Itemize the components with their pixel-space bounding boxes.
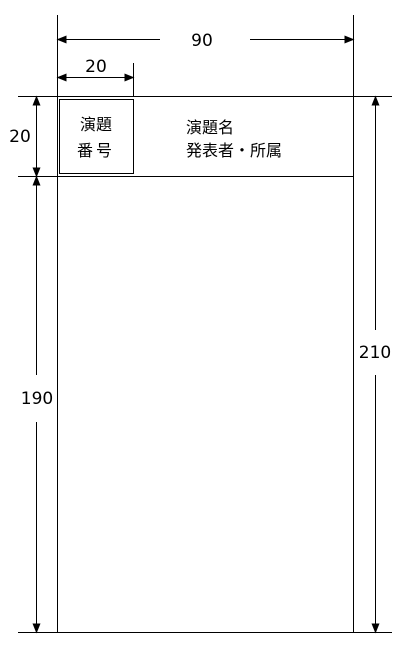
presentation-number-box <box>59 99 134 174</box>
extension-lines <box>18 15 392 633</box>
number-label-line2: 番号 <box>77 141 115 160</box>
number-box-width-label: 20 <box>85 57 107 77</box>
number-label-line1: 演題 <box>80 115 112 134</box>
title-label: 演題名 <box>186 118 234 137</box>
header-height-label-bg <box>6 125 34 147</box>
body-height-label: 190 <box>21 389 53 409</box>
header-height-label: 20 <box>9 127 31 147</box>
poster-outline <box>57 96 354 633</box>
presenter-label: 発表者・所属 <box>186 141 282 160</box>
total-width-label: 90 <box>191 31 213 51</box>
total-height-label: 210 <box>359 343 391 363</box>
